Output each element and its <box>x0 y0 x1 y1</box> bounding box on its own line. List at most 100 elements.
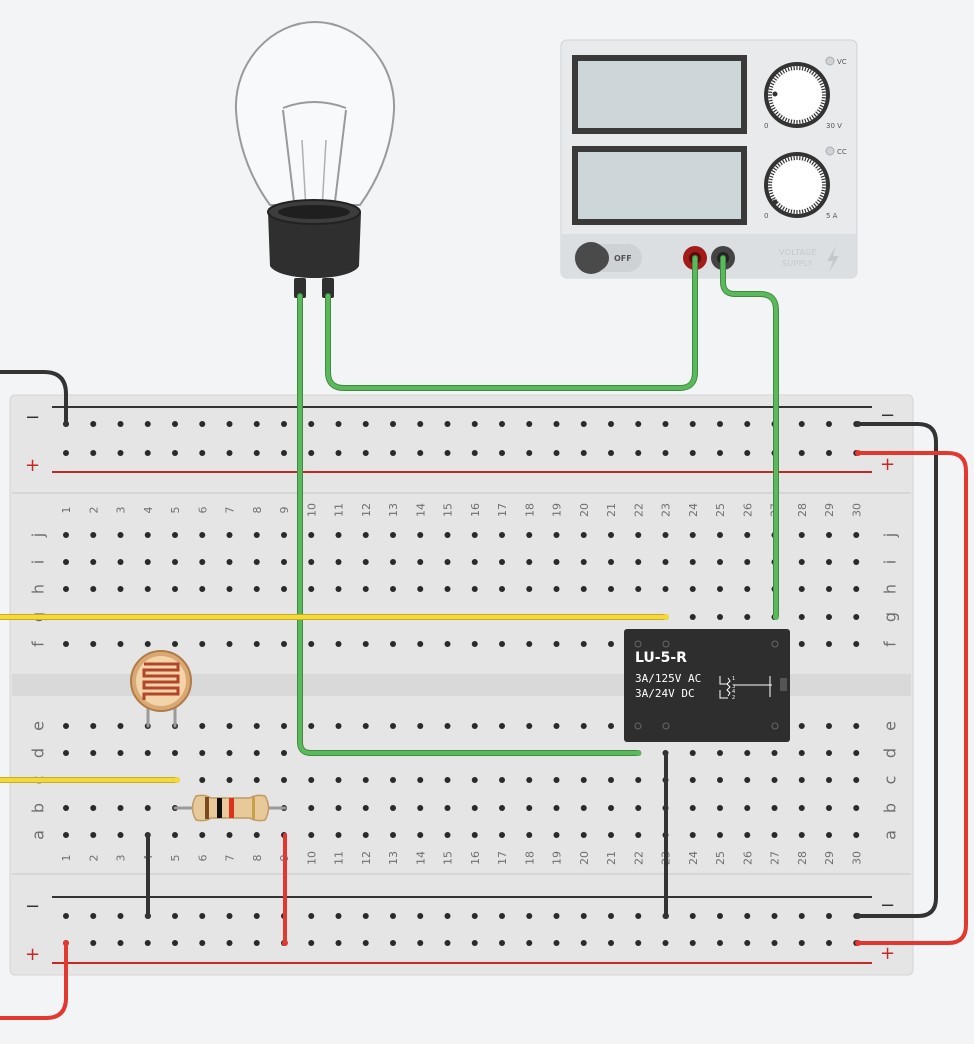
breadboard-hole[interactable] <box>553 641 560 647</box>
rail-hole[interactable] <box>553 450 560 456</box>
breadboard-hole[interactable] <box>63 723 69 729</box>
wire-red-bottom-left[interactable] <box>0 941 68 1020</box>
breadboard-hole[interactable] <box>580 723 587 729</box>
rail-hole[interactable] <box>417 450 424 456</box>
breadboard-hole[interactable] <box>689 614 696 620</box>
breadboard-hole[interactable] <box>253 532 260 538</box>
breadboard-hole[interactable] <box>63 641 69 647</box>
breadboard-hole[interactable] <box>253 832 260 838</box>
breadboard-hole[interactable] <box>717 750 723 756</box>
rail-hole[interactable] <box>390 913 396 919</box>
rail-hole[interactable] <box>172 913 178 919</box>
rail-hole[interactable] <box>826 450 832 456</box>
rail-hole[interactable] <box>580 421 587 427</box>
rail-hole[interactable] <box>417 940 424 946</box>
rail-hole[interactable] <box>253 450 260 456</box>
breadboard-hole[interactable] <box>90 750 97 756</box>
breadboard-hole[interactable] <box>362 559 369 565</box>
breadboard-hole[interactable] <box>390 805 396 811</box>
rail-hole[interactable] <box>526 940 533 946</box>
breadboard-hole[interactable] <box>526 532 533 538</box>
breadboard-hole[interactable] <box>608 723 614 729</box>
breadboard-hole[interactable] <box>90 559 97 565</box>
breadboard-hole[interactable] <box>689 559 696 565</box>
breadboard-hole[interactable] <box>471 832 478 838</box>
breadboard-hole[interactable] <box>744 750 751 756</box>
rail-hole[interactable] <box>199 450 206 456</box>
breadboard-hole[interactable] <box>199 532 206 538</box>
breadboard-hole[interactable] <box>63 750 69 756</box>
breadboard-hole[interactable] <box>199 832 206 838</box>
breadboard-hole[interactable] <box>689 532 696 538</box>
rail-hole[interactable] <box>553 421 560 427</box>
breadboard-hole[interactable] <box>580 532 587 538</box>
breadboard-hole[interactable] <box>90 723 97 729</box>
breadboard-hole[interactable] <box>226 641 233 647</box>
breadboard-hole[interactable] <box>526 641 533 647</box>
breadboard-hole[interactable] <box>798 532 805 538</box>
breadboard-hole[interactable] <box>117 586 124 592</box>
breadboard-hole[interactable] <box>826 641 832 647</box>
breadboard-hole[interactable] <box>798 641 805 647</box>
rail-hole[interactable] <box>117 421 124 427</box>
breadboard-hole[interactable] <box>63 532 69 538</box>
breadboard-hole[interactable] <box>172 532 178 538</box>
breadboard-hole[interactable] <box>798 614 805 620</box>
breadboard-hole[interactable] <box>417 641 424 647</box>
rail-hole[interactable] <box>662 421 669 427</box>
rail-hole[interactable] <box>335 913 342 919</box>
breadboard-hole[interactable] <box>471 532 478 538</box>
breadboard-hole[interactable] <box>172 559 178 565</box>
rail-hole[interactable] <box>362 450 369 456</box>
breadboard-hole[interactable] <box>390 559 396 565</box>
breadboard-hole[interactable] <box>362 586 369 592</box>
breadboard-hole[interactable] <box>689 750 696 756</box>
breadboard-hole[interactable] <box>826 723 832 729</box>
breadboard-hole[interactable] <box>335 832 342 838</box>
breadboard-hole[interactable] <box>553 832 560 838</box>
rail-hole[interactable] <box>281 421 287 427</box>
breadboard-hole[interactable] <box>499 805 505 811</box>
breadboard-hole[interactable] <box>744 832 751 838</box>
breadboard-hole[interactable] <box>608 805 614 811</box>
breadboard-hole[interactable] <box>689 805 696 811</box>
breadboard-hole[interactable] <box>417 805 424 811</box>
breadboard-hole[interactable] <box>117 559 124 565</box>
breadboard-hole[interactable] <box>226 586 233 592</box>
breadboard-hole[interactable] <box>90 586 97 592</box>
breadboard-hole[interactable] <box>717 532 723 538</box>
rail-hole[interactable] <box>281 450 287 456</box>
breadboard-hole[interactable] <box>798 723 805 729</box>
rail-hole[interactable] <box>90 450 97 456</box>
breadboard-hole[interactable] <box>499 586 505 592</box>
rail-hole[interactable] <box>172 421 178 427</box>
rail-hole[interactable] <box>90 421 97 427</box>
rail-hole[interactable] <box>253 940 260 946</box>
breadboard-hole[interactable] <box>635 805 642 811</box>
breadboard-hole[interactable] <box>308 532 315 538</box>
breadboard-hole[interactable] <box>826 750 832 756</box>
breadboard-hole[interactable] <box>117 723 124 729</box>
rail-hole[interactable] <box>335 421 342 427</box>
breadboard-hole[interactable] <box>580 586 587 592</box>
rail-hole[interactable] <box>689 940 696 946</box>
breadboard-hole[interactable] <box>744 614 751 620</box>
breadboard-hole[interactable] <box>390 532 396 538</box>
breadboard-hole[interactable] <box>335 805 342 811</box>
rail-hole[interactable] <box>580 450 587 456</box>
breadboard-hole[interactable] <box>390 586 396 592</box>
rail-hole[interactable] <box>417 421 424 427</box>
breadboard-hole[interactable] <box>199 750 206 756</box>
breadboard-hole[interactable] <box>717 832 723 838</box>
breadboard-hole[interactable] <box>744 586 751 592</box>
breadboard-hole[interactable] <box>471 723 478 729</box>
breadboard-hole[interactable] <box>281 777 287 783</box>
breadboard-hole[interactable] <box>853 532 860 538</box>
breadboard-hole[interactable] <box>335 777 342 783</box>
breadboard-hole[interactable] <box>308 777 315 783</box>
breadboard-hole[interactable] <box>281 750 287 756</box>
rail-hole[interactable] <box>390 450 396 456</box>
breadboard-hole[interactable] <box>417 777 424 783</box>
breadboard-hole[interactable] <box>717 586 723 592</box>
breadboard-hole[interactable] <box>635 586 642 592</box>
